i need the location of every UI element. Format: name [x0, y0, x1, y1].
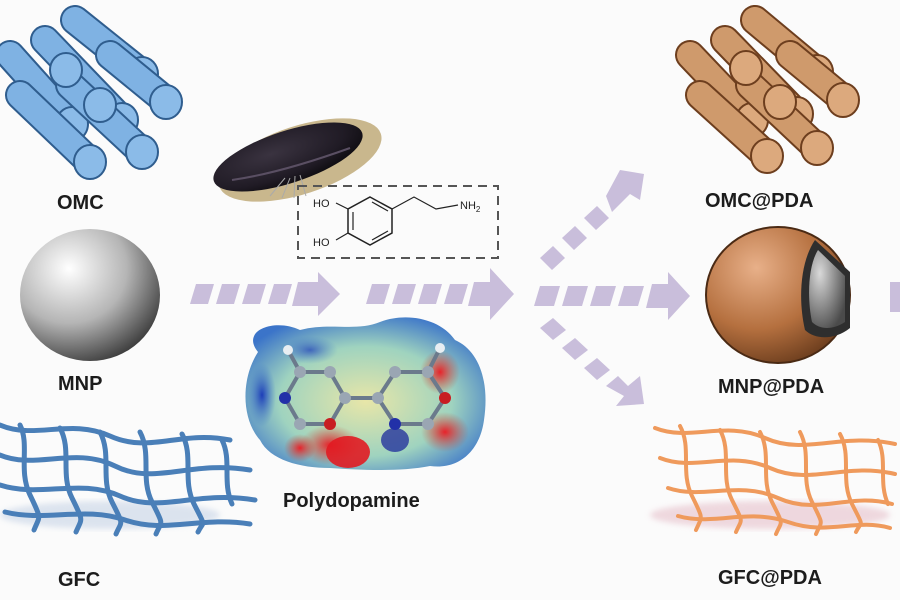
- label-omc-pda: OMC@PDA: [705, 190, 814, 212]
- omc-pda-rod-6: [775, 40, 860, 118]
- gfc-pda-mesh: [650, 424, 897, 536]
- omc-pda-rod-array: [675, 5, 860, 174]
- arrow-left: [190, 272, 340, 316]
- label-polydopamine: Polydopamine: [283, 490, 420, 512]
- arrow-middle: [366, 268, 514, 320]
- arrow-right-edge: [890, 282, 900, 312]
- omc-rod-3: [5, 80, 107, 180]
- label-gfc: GFC: [58, 569, 101, 591]
- dopamine-structure: HO HO NH2: [297, 185, 499, 259]
- polydopamine-atoms: [279, 343, 451, 430]
- dopamine-ho-bottom: HO: [313, 237, 330, 249]
- arrow-up-right: [540, 170, 644, 270]
- mnp-pda-sphere: [705, 226, 851, 364]
- omc-rod-end-mid: [83, 87, 117, 123]
- dopamine-amine-subscript: 2: [476, 205, 481, 214]
- dopamine-amine-label: NH: [460, 200, 476, 212]
- arrow-down-right: [540, 318, 644, 406]
- omc-rod-6: [95, 40, 183, 120]
- omc-pda-rod-3: [685, 80, 784, 174]
- polydopamine-map: [245, 317, 486, 470]
- mnp-sphere: [20, 229, 160, 361]
- omc-rod-end-top: [49, 52, 83, 88]
- omc-pda-rod-end-mid: [763, 84, 797, 120]
- label-omc: OMC: [57, 192, 104, 214]
- gfc-mesh: [0, 422, 258, 537]
- label-mnp: MNP: [58, 373, 103, 395]
- dopamine-ho-top: HO: [313, 198, 330, 210]
- omc-rod-array: [0, 5, 183, 180]
- arrow-right: [534, 272, 690, 320]
- label-gfc-pda: GFC@PDA: [718, 567, 822, 589]
- omc-pda-rod-end-top: [729, 50, 763, 86]
- mussel-image: [213, 118, 382, 202]
- label-mnp-pda: MNP@PDA: [718, 376, 825, 398]
- dopamine-amine: NH2: [460, 200, 481, 214]
